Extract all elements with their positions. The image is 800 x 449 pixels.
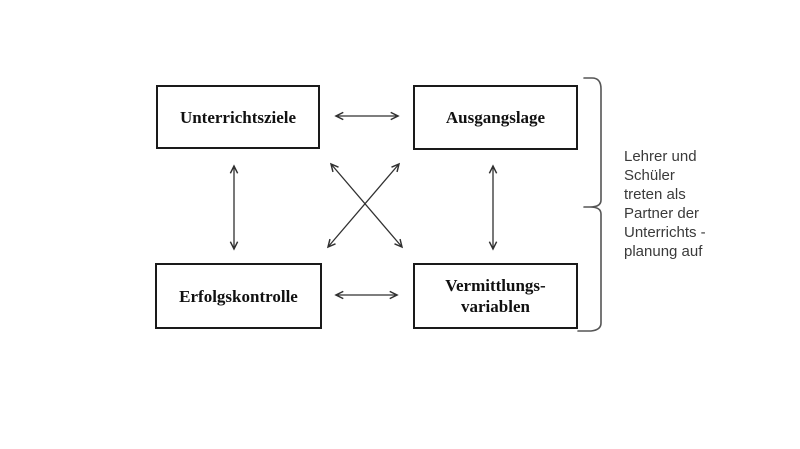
annotation-text: Lehrer und Schüler treten als Partner de… (624, 147, 754, 261)
curly-brace (577, 77, 602, 332)
annotation-line: Schüler (624, 167, 675, 184)
box-label-line2: variablen (461, 297, 530, 316)
annotation-line: Lehrer und (624, 148, 697, 165)
box-ausgangslage: Ausgangslage (413, 85, 578, 150)
box-vermittlungsvariablen: Vermittlungs- variablen (413, 263, 578, 329)
annotation-line: treten als (624, 186, 686, 203)
annotation-line: planung auf (624, 243, 703, 260)
box-label-line1: Vermittlungs- (445, 276, 546, 295)
annotation-line: Partner der (624, 205, 700, 222)
box-label: Unterrichtsziele (179, 107, 297, 127)
box-label: Ausgangslage (445, 108, 546, 127)
box-label: Erfolgskontrolle (179, 286, 298, 306)
double-arrow-diagonal-tl-br (331, 164, 402, 247)
box-erfolgskontrolle: Erfolgskontrolle (155, 263, 322, 329)
box-unterrichtsziele: Unterrichtsziele (156, 85, 320, 149)
annotation-line: Unterrichts - (624, 224, 706, 241)
double-arrow-diagonal-tr-bl (328, 164, 399, 247)
